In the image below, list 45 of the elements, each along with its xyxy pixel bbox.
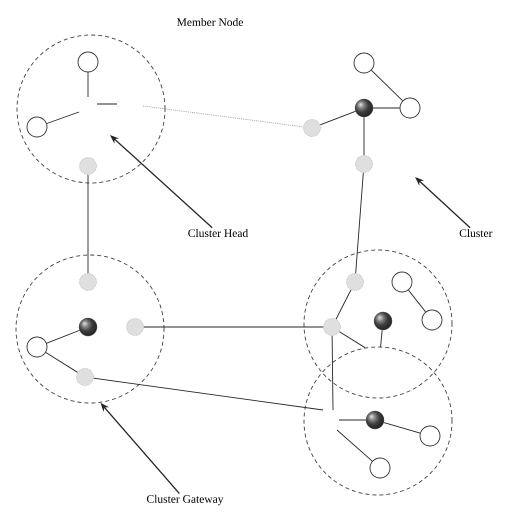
member-node [354, 52, 374, 74]
gateway-node [126, 318, 144, 336]
callout-text: Cluster Head [188, 228, 248, 238]
link-line [332, 335, 334, 410]
cluster-circle [304, 346, 452, 496]
link-line [143, 326, 324, 328]
link-line [355, 172, 364, 274]
link-line [142, 106, 304, 128]
cluster-head-node [354, 98, 374, 118]
member-node [400, 98, 420, 118]
gateway-node [76, 368, 94, 386]
label-text: Member Node [176, 18, 243, 26]
link-line [371, 70, 403, 102]
cluster-circle [16, 254, 164, 404]
gateway-node [303, 119, 321, 137]
member-node [26, 336, 48, 358]
link-line [336, 430, 373, 462]
link-line [336, 289, 352, 320]
gateway-node [323, 318, 341, 336]
link-line [380, 330, 383, 348]
link-line [383, 422, 420, 434]
link-line [408, 290, 426, 312]
member-node [26, 116, 48, 138]
gateway-node [346, 273, 364, 291]
member-node [78, 52, 98, 72]
gateway-node [79, 157, 97, 175]
gateway-node [79, 273, 97, 291]
link-line [46, 330, 80, 344]
gateway-node [355, 155, 373, 173]
member-node [420, 426, 440, 446]
callout-text: Cluster Gateway [147, 494, 224, 506]
link-line [45, 352, 78, 373]
cluster-circle [16, 34, 166, 184]
member-node [370, 458, 390, 478]
cluster-circle [304, 250, 452, 398]
cluster-head-node [374, 312, 392, 330]
callout-text: Cluster [460, 228, 492, 238]
link-line [93, 378, 324, 410]
member-node [422, 310, 442, 330]
member-node [392, 272, 412, 292]
cluster-head-node [366, 410, 384, 430]
link-line [320, 110, 356, 126]
link-line [46, 112, 80, 124]
cluster-head-node [78, 318, 98, 336]
link-line [339, 331, 366, 348]
